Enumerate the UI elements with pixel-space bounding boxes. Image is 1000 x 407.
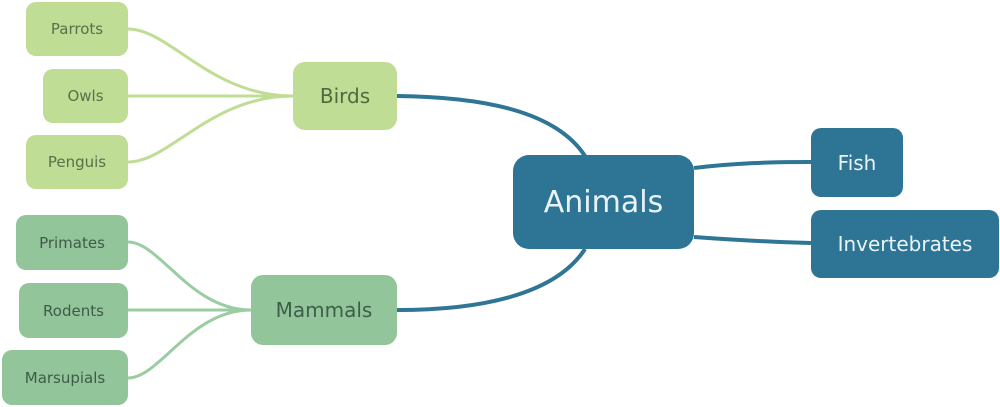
branch-node-label: Mammals — [275, 298, 373, 322]
connector-root-birds — [396, 94, 587, 158]
connector-mammals-marsupials — [127, 308, 252, 380]
branch-node-label: Invertebrates — [837, 232, 973, 256]
branch-node-label: Fish — [837, 150, 877, 175]
leaf-node-label: Owls — [67, 87, 104, 105]
leaf-node-penguis[interactable]: Penguis — [26, 135, 128, 189]
leaf-node-parrots[interactable]: Parrots — [26, 2, 128, 56]
connector-root-invertebrates — [693, 235, 812, 245]
leaf-node-marsupials[interactable]: Marsupials — [2, 350, 128, 405]
connector-mammals-primates — [127, 240, 252, 312]
leaf-node-label: Marsupials — [24, 368, 106, 387]
leaf-node-label: Primates — [39, 233, 105, 252]
branch-node-invertebrates[interactable]: Invertebrates — [811, 210, 999, 278]
root-node-animals[interactable]: Animals — [513, 155, 694, 249]
leaf-node-label: Rodents — [43, 301, 104, 320]
connector-root-fish — [693, 160, 812, 170]
root-node-label: Animals — [543, 184, 664, 220]
leaf-node-rodents[interactable]: Rodents — [19, 283, 128, 338]
branch-node-label: Birds — [319, 84, 371, 108]
connector-root-mammals — [396, 247, 587, 312]
leaf-node-owls[interactable]: Owls — [43, 69, 128, 123]
leaf-node-label: Penguis — [47, 153, 107, 171]
branch-node-fish[interactable]: Fish — [811, 128, 903, 197]
connector-birds-penguis — [127, 94, 294, 164]
branch-node-mammals[interactable]: Mammals — [251, 275, 397, 345]
connector-birds-parrots — [127, 27, 294, 98]
leaf-node-label: Parrots — [50, 20, 104, 38]
branch-node-birds[interactable]: Birds — [293, 62, 397, 130]
leaf-node-primates[interactable]: Primates — [16, 215, 128, 270]
